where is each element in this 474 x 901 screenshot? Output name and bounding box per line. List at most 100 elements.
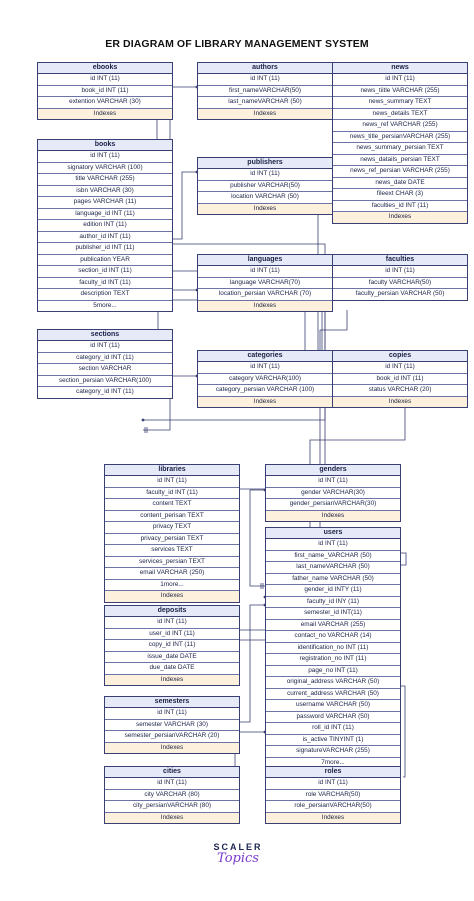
table-copies-field: id INT (11) (333, 362, 467, 374)
table-libraries-field: content_perisan TEXT (105, 511, 239, 522)
table-publishers-header: publishers (198, 158, 332, 169)
table-authors-field: id INT (11) (198, 74, 332, 86)
rel-genders-users (249, 489, 265, 587)
table-libraries-field: privacy_persian TEXT (105, 534, 239, 545)
table-cities-header: cities (105, 767, 239, 778)
table-users-field: identification_no INT (11) (266, 643, 400, 654)
table-languages-field: location_persian VARCHAR (70) (198, 289, 332, 301)
table-faculties-field: faculty VARCHAR(50) (333, 278, 467, 289)
table-genders-header: genders (266, 465, 400, 476)
table-users-field: father_name VARCHAR (50) (266, 574, 400, 585)
table-libraries-field: services TEXT (105, 545, 239, 557)
table-users-field: semester_id INT(11) (266, 608, 400, 620)
table-sections-field: section VARCHAR (38, 364, 172, 376)
table-categories-indexes: Indexes (198, 396, 332, 407)
table-books-field: faculty_id INT (11) (38, 278, 172, 289)
table-publishers-field: location VARCHAR (50) (198, 192, 332, 204)
table-roles-field: role_persianVARCHAR(50) (266, 801, 400, 813)
table-books-field: pages VARCHAR (11) (38, 197, 172, 209)
table-publishers-indexes: Indexes (198, 203, 332, 214)
table-authors-indexes: Indexes (198, 108, 332, 119)
table-news-field: news_title_persianVARCHAR (255) (333, 132, 467, 143)
table-authors-field: first_nameVARCHAR(50) (198, 86, 332, 97)
table-semesters-field: semester VARCHAR (30) (105, 720, 239, 731)
table-users-field: page_no INT (11) (266, 666, 400, 677)
table-cities-indexes: Indexes (105, 812, 239, 823)
table-libraries-field: services_persian TEXT (105, 557, 239, 568)
table-news-field: fileext CHAR (3) (333, 189, 467, 201)
table-users-field: gender_id INTY (11) (266, 585, 400, 597)
table-semesters-field: semester_persianVARCHAR (20) (105, 731, 239, 743)
table-faculties-header: faculties (333, 255, 467, 266)
table-categories-field: category VARCHAR(100) (198, 374, 332, 385)
rel-users-roles (398, 552, 407, 566)
table-roles-header: roles (266, 767, 400, 778)
table-users-field: password VARCHAR (50) (266, 712, 400, 723)
table-news-indexes: Indexes (333, 212, 467, 223)
table-authors-field: last_nameVARCHAR (50) (198, 97, 332, 109)
table-books-field: language_id INT (11) (38, 209, 172, 220)
table-cities-field: city_persianVARCHAR (80) (105, 801, 239, 813)
table-authors-header: authors (198, 63, 332, 74)
table-genders-field: id INT (11) (266, 476, 400, 488)
table-semesters-header: semesters (105, 697, 239, 708)
table-cities-field: id INT (11) (105, 778, 239, 790)
table-ebooks-indexes: Indexes (38, 108, 172, 119)
table-deposits-field: issue_date DATE (105, 652, 239, 663)
table-genders-indexes: Indexes (266, 510, 400, 521)
table-cities-field: city VARCHAR (80) (105, 790, 239, 801)
table-sections-field: category_id INT (11) (38, 353, 172, 364)
table-ebooks-header: ebooks (38, 63, 172, 74)
table-deposits-header: deposits (105, 606, 239, 617)
table-books-field: id INT (11) (38, 151, 172, 163)
table-users-field: contact_no VARCHAR (14) (266, 631, 400, 643)
table-ebooks-field: extention VARCHAR (30) (38, 97, 172, 109)
table-copies-indexes: Indexes (333, 396, 467, 407)
table-categories-field: category_persian VARCHAR (100) (198, 385, 332, 397)
table-books-field: description TEXT (38, 289, 172, 301)
table-users-field: first_name_VARCHAR (50) (266, 551, 400, 562)
table-news-field: news_summary_persian TEXT (333, 143, 467, 155)
table-users-field: is_active TINYINT (1) (266, 735, 400, 746)
table-languages-header: languages (198, 255, 332, 266)
table-libraries-field: content TEXT (105, 499, 239, 511)
table-languages-indexes: Indexes (198, 300, 332, 311)
table-books-header: books (38, 140, 172, 151)
table-deposits-field: id INT (11) (105, 617, 239, 629)
rel-roles-users (398, 685, 406, 778)
table-roles-indexes: Indexes (266, 812, 400, 823)
table-libraries-field: faculty_id INT (11) (105, 488, 239, 499)
table-copies-field: book_id INT (11) (333, 374, 467, 385)
table-publishers-field: publisher VARCHAR(50) (198, 181, 332, 192)
table-languages-field: language VARCHAR(70) (198, 278, 332, 289)
table-news-field: faculties_id INT (11) (333, 201, 467, 212)
table-users-field: username VARCHAR (50) (266, 700, 400, 712)
table-sections-field: section_persian VARCHAR(100) (38, 376, 172, 387)
table-deposits-field: user_id INT (11) (105, 629, 239, 640)
table-faculties-field: id INT (11) (333, 266, 467, 278)
table-faculties-field: faculty_persian VARCHAR (50) (355, 290, 445, 297)
table-libraries-indexes: Indexes (105, 591, 239, 602)
table-users-field: last_nameVARCHAR (50) (266, 562, 400, 574)
table-books-field: author_id INT (11) (38, 232, 172, 243)
rel-categories-sections (143, 375, 197, 431)
table-deposits-field: due_date DATE (105, 663, 239, 675)
table-users-field: original_address VARCHAR (50) (266, 677, 400, 689)
table-copies-field: status VARCHAR (20) (333, 385, 467, 397)
table-categories-field: id INT (11) (198, 362, 332, 374)
